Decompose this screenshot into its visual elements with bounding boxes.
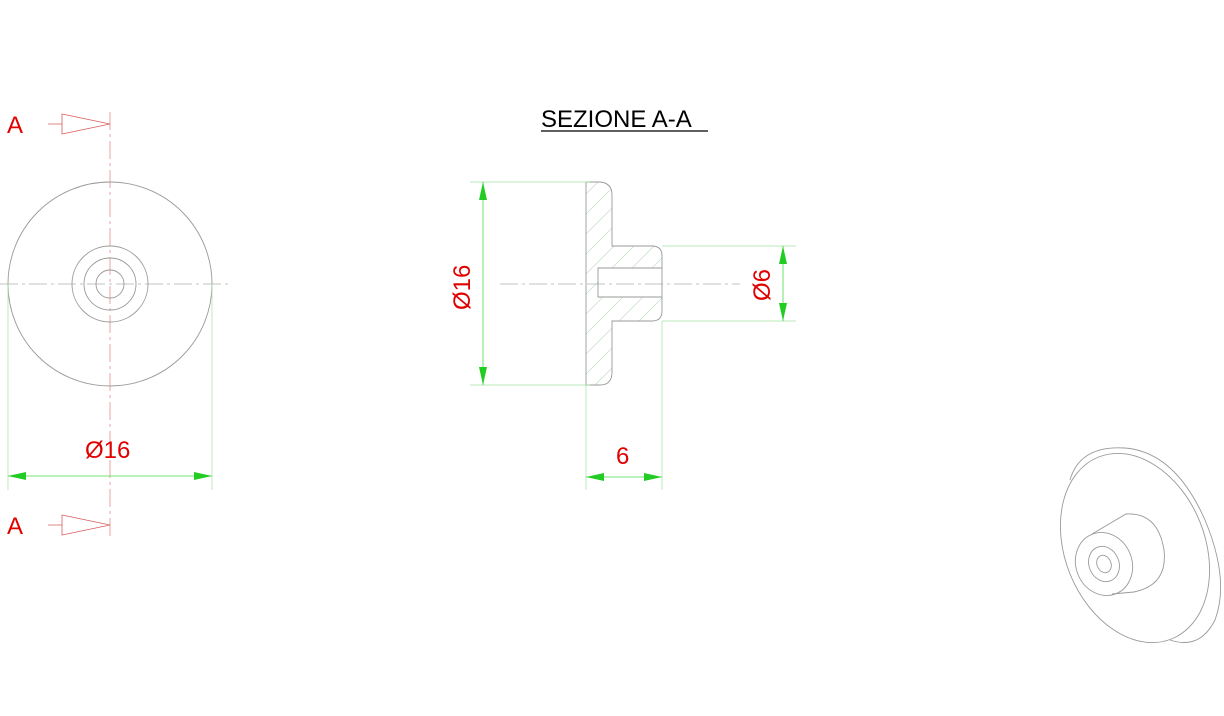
cut-arrow-top: A [7,112,111,139]
section-hatching [586,182,662,385]
width-dim-arrow-right [644,473,662,481]
hub-circle [71,245,149,323]
section-view: SEZIONE A-A Ø16 [449,106,796,490]
dimension-arrow-left [8,472,26,480]
cut-marker-top-label: A [7,112,23,139]
iso-bore-outer [1088,545,1120,583]
bore-circle [95,269,125,299]
section-dim-outer-arrow-top [479,182,487,200]
front-view: Ø16 A A [0,112,228,540]
front-diameter-label: Ø16 [85,437,130,464]
hub-inner-circle [83,257,137,311]
bore-outline [597,267,662,298]
dimension-arrow-right [194,472,212,480]
isometric-view [1059,447,1222,644]
section-title: SEZIONE A-A [541,106,692,133]
section-dim-outer-arrow-bottom [479,367,487,385]
hub-diameter-label: Ø6 [749,269,776,301]
width-label: 6 [616,443,629,470]
hub-dim-arrow-bottom [779,303,787,321]
iso-hub-side [1091,513,1165,595]
section-outer-diameter-label: Ø16 [449,265,476,310]
iso-disc-front [1059,452,1211,644]
cut-marker-bottom-label: A [7,513,23,540]
hub-dim-arrow-top [779,246,787,264]
cut-arrow-bottom: A [7,513,111,540]
width-dim-arrow-left [586,473,604,481]
section-outline [585,181,663,386]
iso-bore-inner [1096,554,1112,574]
iso-disc-back [1069,447,1222,643]
